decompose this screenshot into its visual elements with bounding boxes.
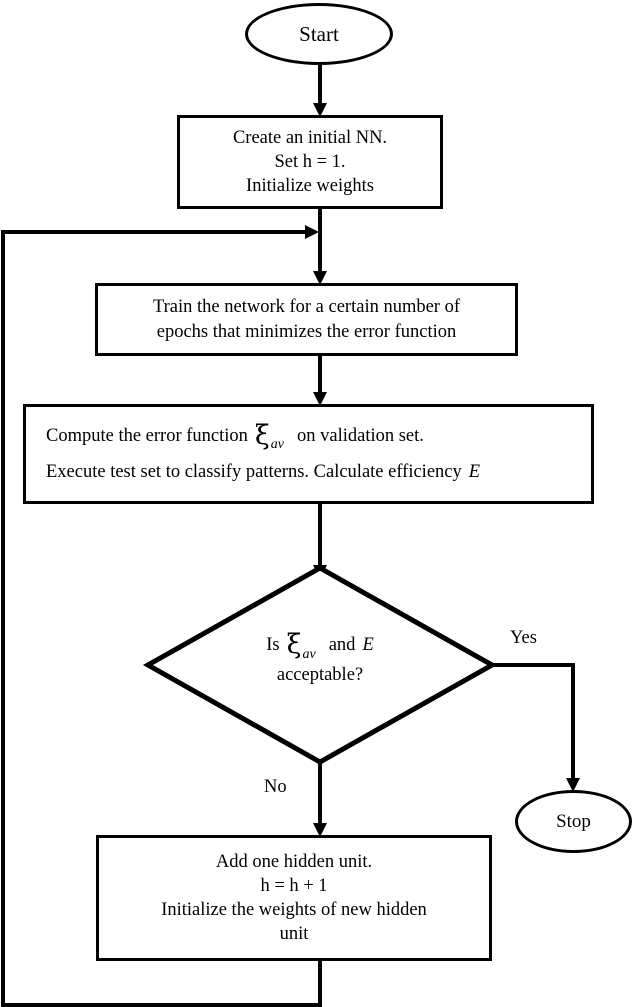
edge-feedback-loop [1,225,322,1007]
node-train-network: Train the network for a certain number o… [95,283,518,356]
node-create-initial-nn: Create an initial NN. Set h = 1. Initial… [177,115,443,209]
node-compute-error-function-line-1: Compute the error function ξav on validati… [46,419,585,456]
node-create-initial-nn-line-1: Create an initial NN. [232,127,388,148]
node-add-hidden-unit-line-4: unit [279,924,309,945]
node-train-network-line-1: Train the network for a certain number o… [152,297,461,318]
edge-label-no: No [264,777,287,797]
node-start: Start [245,3,393,65]
node-add-hidden-unit-line-1: Add one hidden unit. [215,851,373,872]
edge-label-yes: Yes [510,628,537,648]
compute-line2-pre: Execute test set to classify patterns. C… [46,462,462,483]
node-add-hidden-unit: Add one hidden unit. h = h + 1 Initializ… [96,835,492,961]
edge-decision-yes-to-stop [492,663,580,792]
xi-symbol-evaluate: ξ [254,419,270,451]
node-compute-error-function: Compute the error function ξav on validati… [23,404,594,504]
node-compute-error-function-line-2: Execute test set to classify patterns. C… [46,455,585,489]
node-create-initial-nn-line-3: Initialize weights [246,176,374,197]
node-add-hidden-unit-line-2: h = h + 1 [260,875,328,896]
node-add-hidden-unit-line-3: Initialize the weights of new hidden [161,900,427,920]
compute-line1-pre: Compute the error function [46,425,248,446]
node-create-initial-nn-line-2: Set h = 1. [274,151,346,172]
node-train-network-line-2: epochs that minimizes the error function [156,321,457,342]
node-start-label: Start [299,21,339,46]
efficiency-variable: E [468,462,481,483]
xi-subscript-evaluate: av [270,437,284,453]
node-stop: Stop [515,790,632,853]
compute-line1-post: on validation set. [297,425,424,446]
node-stop-label: Stop [556,810,591,832]
